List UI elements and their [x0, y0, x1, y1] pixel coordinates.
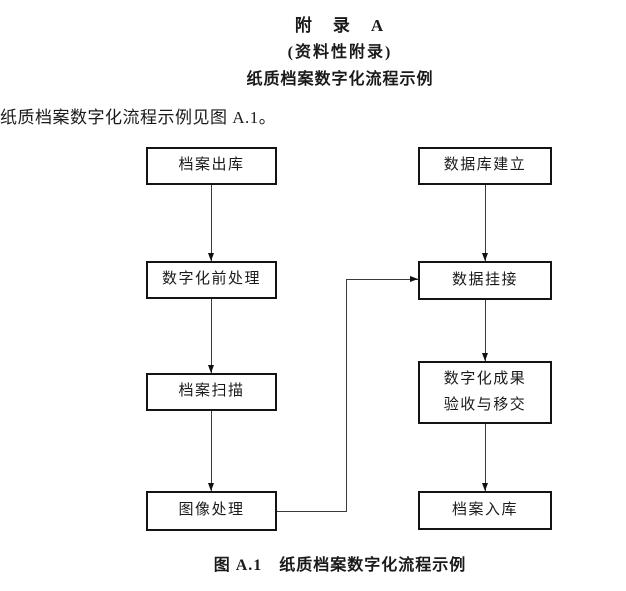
arrow-imageprocessing-to-datalinking: [346, 276, 418, 282]
flow-node-image-processing: 图像处理: [146, 491, 277, 531]
arrow-preprocessing-to-scanning: [208, 299, 214, 373]
appendix-subject: 纸质档案数字化流程示例: [246, 71, 434, 88]
flow-node-archive-scanning: 档案扫描: [146, 373, 277, 411]
appendix-type-note: (资料性附录): [287, 44, 393, 61]
arrow-acceptance-to-checkin: [482, 424, 488, 491]
arrow-scanning-to-imageprocessing: [208, 411, 214, 491]
intro-text: 纸质档案数字化流程示例见图 A.1。: [0, 108, 277, 127]
flow-node-archive-checkout: 档案出库: [146, 147, 277, 185]
connector-imageprocessing-horizontal: [277, 511, 347, 512]
arrow-database-to-datalinking: [482, 185, 488, 261]
figure-caption: 图 A.1 纸质档案数字化流程示例: [213, 557, 467, 574]
arrow-datalinking-to-acceptance: [482, 300, 488, 361]
arrow-checkout-to-preprocessing: [208, 185, 214, 261]
flow-node-database-creation: 数据库建立: [418, 147, 552, 185]
flow-node-archive-checkin: 档案入库: [418, 491, 552, 530]
flow-node-pre-processing: 数字化前处理: [146, 261, 277, 299]
flow-node-data-linking: 数据挂接: [418, 261, 552, 300]
connector-imageprocessing-vertical: [346, 279, 347, 512]
appendix-title: 附 录 A: [294, 16, 386, 35]
flow-node-acceptance-transfer: 数字化成果 验收与移交: [418, 361, 552, 424]
